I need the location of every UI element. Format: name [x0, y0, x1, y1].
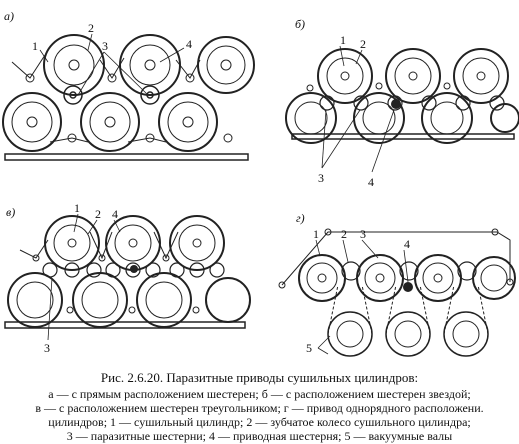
panel-a-callout-1: 1	[32, 39, 38, 53]
panel-labels: а) б) в) г)	[4, 9, 305, 225]
panel-a-letter: а)	[4, 9, 14, 23]
caption-line-2: в — с расположением шестерен треугольник…	[35, 401, 484, 415]
panel-c-drawing	[4, 213, 251, 341]
panel-a-callout-2: 2	[88, 21, 94, 35]
panel-a-callout-4: 4	[186, 37, 192, 51]
caption-line-4: 3 — паразитные шестерни; 4 — приводная ш…	[66, 429, 453, 443]
panel-d-letter: г)	[296, 211, 305, 225]
panel-a-callout-3: 3	[102, 39, 108, 53]
panel-d-callout-4: 4	[404, 237, 410, 251]
panel-b-callout-3: 3	[318, 171, 324, 185]
panel-b-callout-2: 2	[360, 37, 366, 51]
panel-d-drawing	[278, 228, 516, 357]
panel-b-callout-4: 4	[368, 175, 374, 189]
panel-b-callout-1: 1	[340, 33, 346, 47]
panel-d-callout-3: 3	[360, 227, 366, 241]
caption-title: Рис. 2.6.20. Паразитные приводы сушильны…	[100, 370, 419, 385]
panel-b-letter: б)	[295, 17, 305, 31]
panel-d-callout-5: 5	[306, 341, 312, 355]
caption-line-3: цилиндров; 1 — сушильный цилиндр; 2 — зу…	[48, 415, 471, 429]
panel-c-letter: в)	[6, 205, 15, 219]
figure-drawing: а) б) в) г) 1 2 3 4 1 2 3 4 1 2 4 3 1 2 …	[2, 9, 519, 357]
panel-c-callout-1: 1	[74, 201, 80, 215]
panel-c-callout-2: 2	[95, 207, 101, 221]
panel-a-drawing	[2, 33, 255, 161]
panel-c-callout-4: 4	[112, 207, 118, 221]
panel-c-callout-3: 3	[44, 341, 50, 355]
callout-numbers: 1 2 3 4 1 2 3 4 1 2 4 3 1 2 3 4 5	[32, 21, 410, 355]
panel-d-callout-2: 2	[341, 227, 347, 241]
panel-b-drawing	[285, 45, 519, 173]
caption-line-1: а — с прямым расположением шестерен; б —…	[48, 387, 471, 401]
panel-d-callout-1: 1	[313, 227, 319, 241]
